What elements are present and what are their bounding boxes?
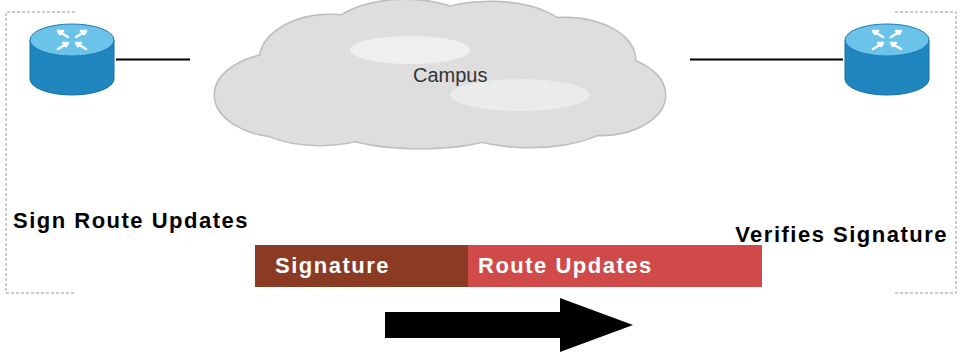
router-icon (28, 22, 116, 97)
router-label: Sign Route Updates (13, 208, 249, 234)
cloud-puff (270, 25, 610, 135)
network-link (116, 59, 190, 61)
router-top (30, 24, 114, 56)
packet-field: Route Updates (468, 245, 762, 287)
router-label: Verifies Signature (735, 222, 948, 248)
router-arrow (58, 31, 68, 37)
router-arrow (76, 31, 86, 37)
field-label: Signature (275, 253, 390, 279)
cloud-label: Campus (413, 64, 487, 87)
packet-field: Signature (255, 245, 468, 287)
router-arrow (891, 31, 901, 37)
direction-arrow (385, 298, 633, 352)
router-node: Sign Route Updates (28, 22, 116, 97)
cloud-fill (215, 0, 665, 148)
cloud-highlight (350, 36, 470, 64)
router-arrow (873, 43, 883, 49)
router-top (845, 24, 929, 56)
network-link (690, 59, 843, 61)
cloud-puff (270, 25, 610, 135)
router-arrow (58, 43, 68, 49)
router-arrow (891, 43, 901, 49)
router-node: Verifies Signature (843, 22, 931, 97)
router-icon (843, 22, 931, 97)
network-cloud: Campus (190, 0, 690, 150)
router-arrow (873, 31, 883, 37)
field-label: Route Updates (478, 253, 653, 279)
cloud-outline (215, 0, 665, 148)
router-arrow (76, 43, 86, 49)
